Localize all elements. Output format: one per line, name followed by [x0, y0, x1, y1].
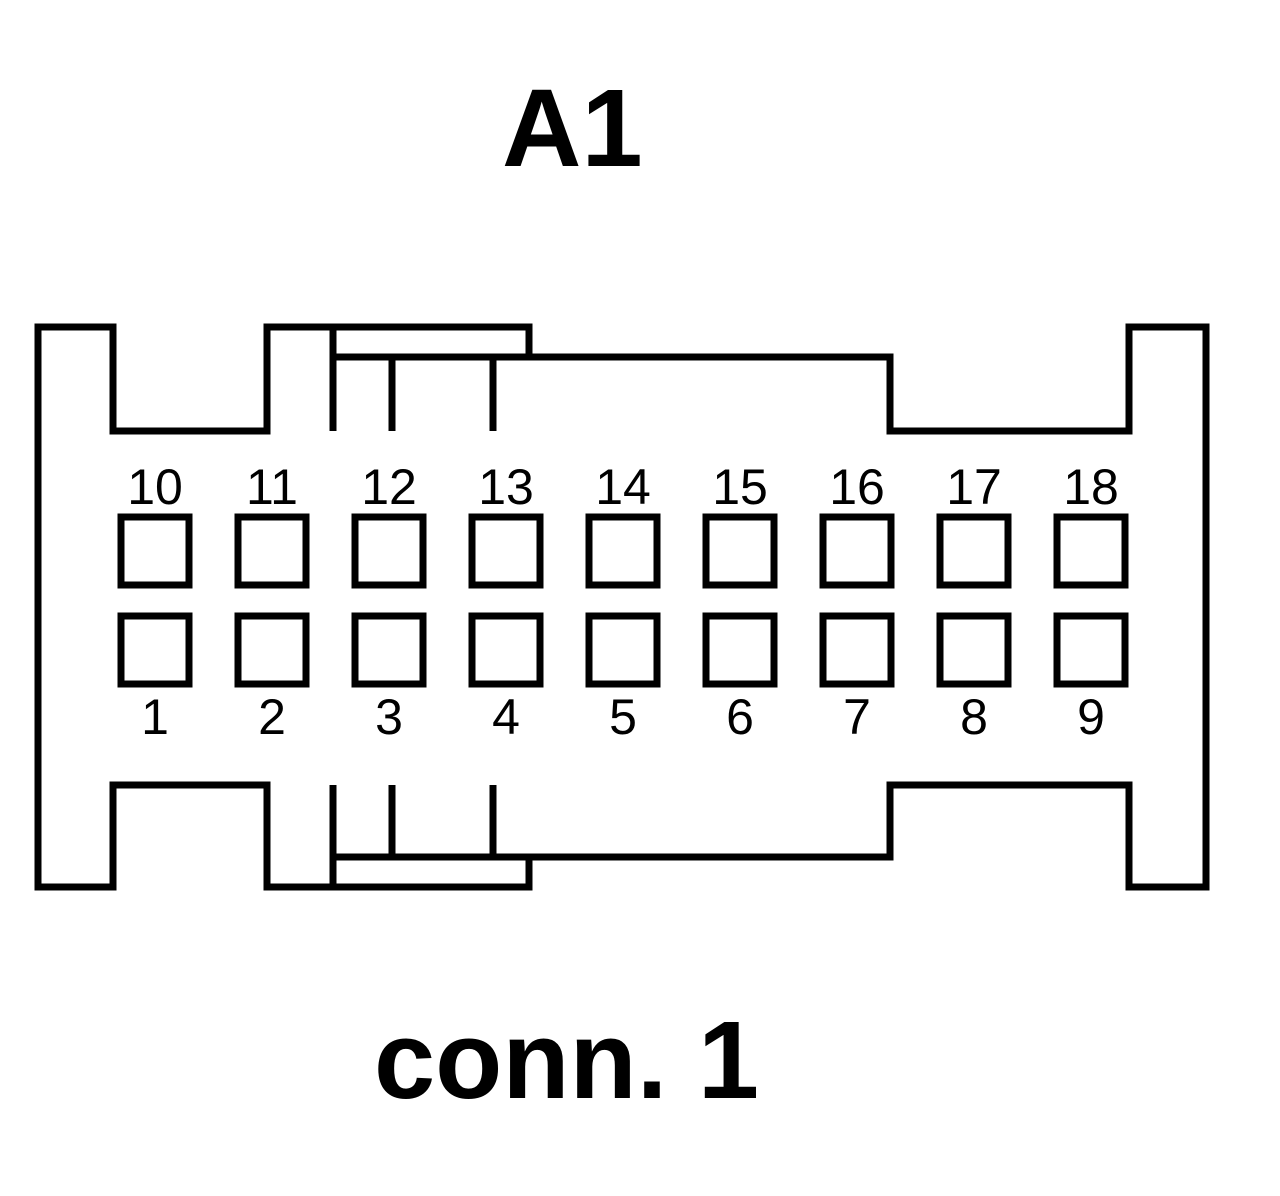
pin-number-11: 11 — [246, 459, 298, 515]
pin-cavity-1 — [117, 612, 193, 688]
pin-cavity-11 — [234, 513, 310, 589]
pin-number-16: 16 — [829, 459, 885, 515]
pin-cavity-5 — [585, 612, 661, 688]
pin-cavity-2 — [234, 612, 310, 688]
top-latch — [329, 327, 529, 431]
pin-number-6: 6 — [726, 689, 754, 745]
pin-number-13: 13 — [478, 459, 534, 515]
pin-cavity-3 — [351, 612, 427, 688]
pin-number-2: 2 — [258, 689, 286, 745]
pin-number-17: 17 — [946, 459, 1002, 515]
pin-cavity-9 — [1053, 612, 1129, 688]
component-title: A1 — [502, 67, 643, 190]
pin-number-14: 14 — [595, 459, 651, 515]
pin-cavities — [117, 513, 1129, 688]
pin-number-8: 8 — [960, 689, 988, 745]
pin-number-7: 7 — [843, 689, 871, 745]
pin-cavity-16 — [819, 513, 895, 589]
connector-housing — [34, 323, 1210, 891]
pin-cavity-7 — [819, 612, 895, 688]
connector-caption: conn. 1 — [374, 999, 760, 1122]
pin-cavity-12 — [351, 513, 427, 589]
pin-number-5: 5 — [609, 689, 637, 745]
pin-cavity-6 — [702, 612, 778, 688]
pin-cavity-18 — [1053, 513, 1129, 589]
pin-cavity-13 — [468, 513, 544, 589]
pin-number-1: 1 — [141, 689, 169, 745]
pin-number-4: 4 — [492, 689, 520, 745]
pin-cavity-17 — [936, 513, 1012, 589]
pin-cavity-14 — [585, 513, 661, 589]
pin-number-15: 15 — [712, 459, 768, 515]
pin-number-3: 3 — [375, 689, 403, 745]
pin-number-18: 18 — [1063, 459, 1119, 515]
bottom-latch — [329, 785, 529, 887]
pin-cavity-8 — [936, 612, 1012, 688]
pin-number-10: 10 — [127, 459, 183, 515]
pin-number-9: 9 — [1077, 689, 1105, 745]
pin-cavity-15 — [702, 513, 778, 589]
pin-cavity-4 — [468, 612, 544, 688]
pin-cavity-10 — [117, 513, 193, 589]
pin-number-12: 12 — [361, 459, 417, 515]
